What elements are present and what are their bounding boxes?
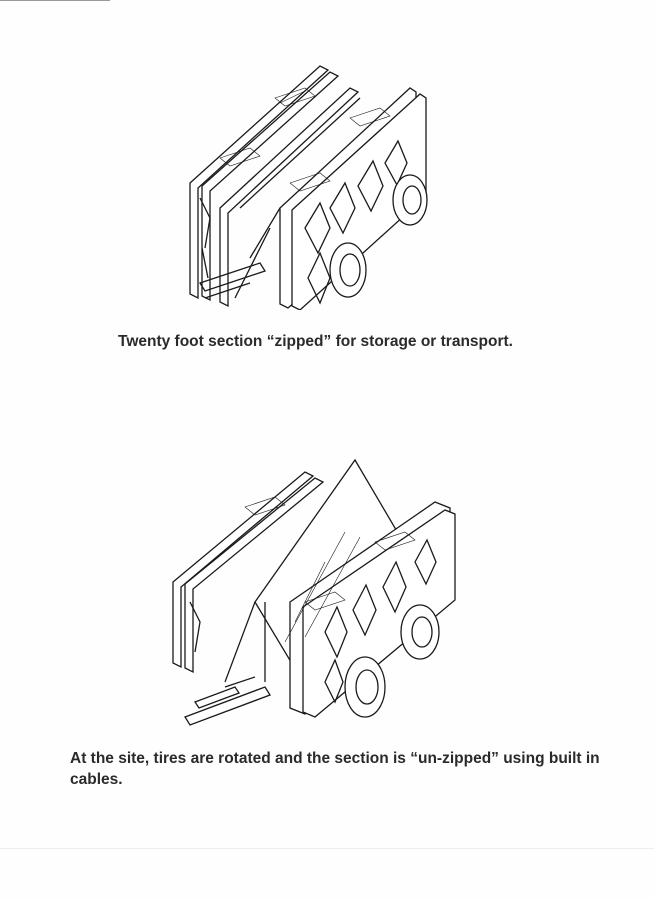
zipped-section-drawing (189, 65, 428, 310)
figure-caption-unzipped: At the site, tires are rotated and the s… (70, 750, 600, 788)
scan-edge-line (0, 848, 654, 849)
figure-caption-zipped: Twenty foot section “zipped” for storage… (118, 333, 513, 350)
scan-edge-line (0, 0, 110, 1)
unzipped-section-drawing (172, 458, 456, 726)
